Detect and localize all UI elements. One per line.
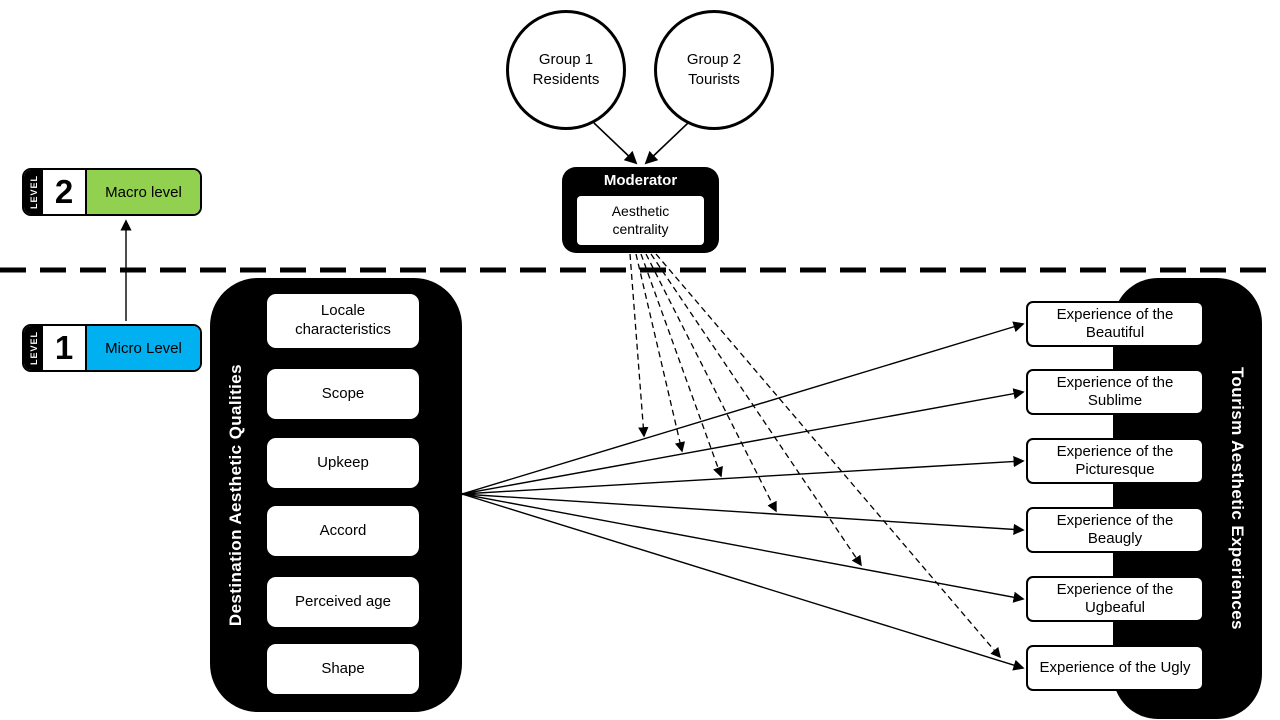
moderation-arrow	[629, 253, 649, 438]
main-arrow-beaugly	[461, 493, 1025, 535]
moderator-title: Moderator	[603, 172, 678, 189]
experience-sublime: Experience of the Sublime	[1026, 369, 1204, 415]
level1-number: 1	[43, 326, 85, 370]
moderation-arrow	[645, 253, 777, 513]
level1-badge: LEVEL 1 Micro Level	[22, 324, 202, 372]
level2-strip: LEVEL	[24, 170, 43, 214]
group2-arrow	[644, 122, 689, 165]
quality-perceived-age: Perceived age	[267, 577, 419, 627]
moderation-arrow	[635, 253, 686, 453]
main-arrow-sublime	[461, 388, 1025, 495]
qualities-to-experiences-arrows	[461, 321, 1025, 671]
main-arrow-picturesque	[461, 455, 1025, 495]
moderator-variable-label: Aesthetic centrality	[611, 203, 670, 237]
quality-locale-characteristics: Locale characteristics	[267, 294, 419, 348]
experience-ugbeaful: Experience of the Ugbeaful	[1026, 576, 1204, 622]
experience-beautiful: Experience of the Beautiful	[1026, 301, 1204, 347]
experience-beaugly: Experience of the Beaugly	[1026, 507, 1204, 553]
level2-number: 2	[43, 170, 85, 214]
tourism-experiences-title-text: Tourism Aesthetic Experiences	[1228, 367, 1247, 630]
quality-scope: Scope	[267, 369, 419, 419]
moderation-arrow	[650, 253, 862, 567]
group1-label: Group 1 Residents	[532, 50, 600, 88]
group2-label: Group 2 Tourists	[686, 50, 742, 88]
group2-tourists-circle: Group 2 Tourists	[654, 10, 774, 130]
moderation-arrow	[640, 253, 723, 478]
level2-strip-text: LEVEL	[28, 174, 39, 209]
quality-upkeep: Upkeep	[267, 438, 419, 488]
level2-badge: LEVEL 2 Macro level	[22, 168, 202, 216]
moderation-arrow	[655, 253, 1002, 659]
group1-arrow	[593, 122, 638, 165]
main-arrow-beautiful	[461, 321, 1025, 495]
destination-qualities-title-text: Destination Aesthetic Qualities	[226, 363, 245, 627]
group-to-moderator-arrows	[593, 122, 689, 165]
tourism-experiences-title: Tourism Aesthetic Experiences	[1214, 278, 1260, 719]
level1-strip: LEVEL	[24, 326, 43, 370]
level1-strip-text: LEVEL	[28, 330, 39, 365]
moderator-box: Moderator Aesthetic centrality	[562, 167, 719, 253]
quality-shape: Shape	[267, 644, 419, 694]
main-arrow-ugly	[461, 493, 1025, 671]
experience-picturesque: Experience of the Picturesque	[1026, 438, 1204, 484]
level2-label: Macro level	[85, 170, 200, 214]
destination-qualities-title: Destination Aesthetic Qualities	[212, 278, 260, 712]
group1-residents-circle: Group 1 Residents	[506, 10, 626, 130]
main-arrow-ugbeaful	[461, 493, 1025, 603]
moderation-dashed-arrows	[629, 253, 1002, 659]
experience-ugly: Experience of the Ugly	[1026, 645, 1204, 691]
quality-accord: Accord	[267, 506, 419, 556]
level1-label: Micro Level	[85, 326, 200, 370]
moderator-variable-box: Aesthetic centrality	[577, 196, 704, 245]
